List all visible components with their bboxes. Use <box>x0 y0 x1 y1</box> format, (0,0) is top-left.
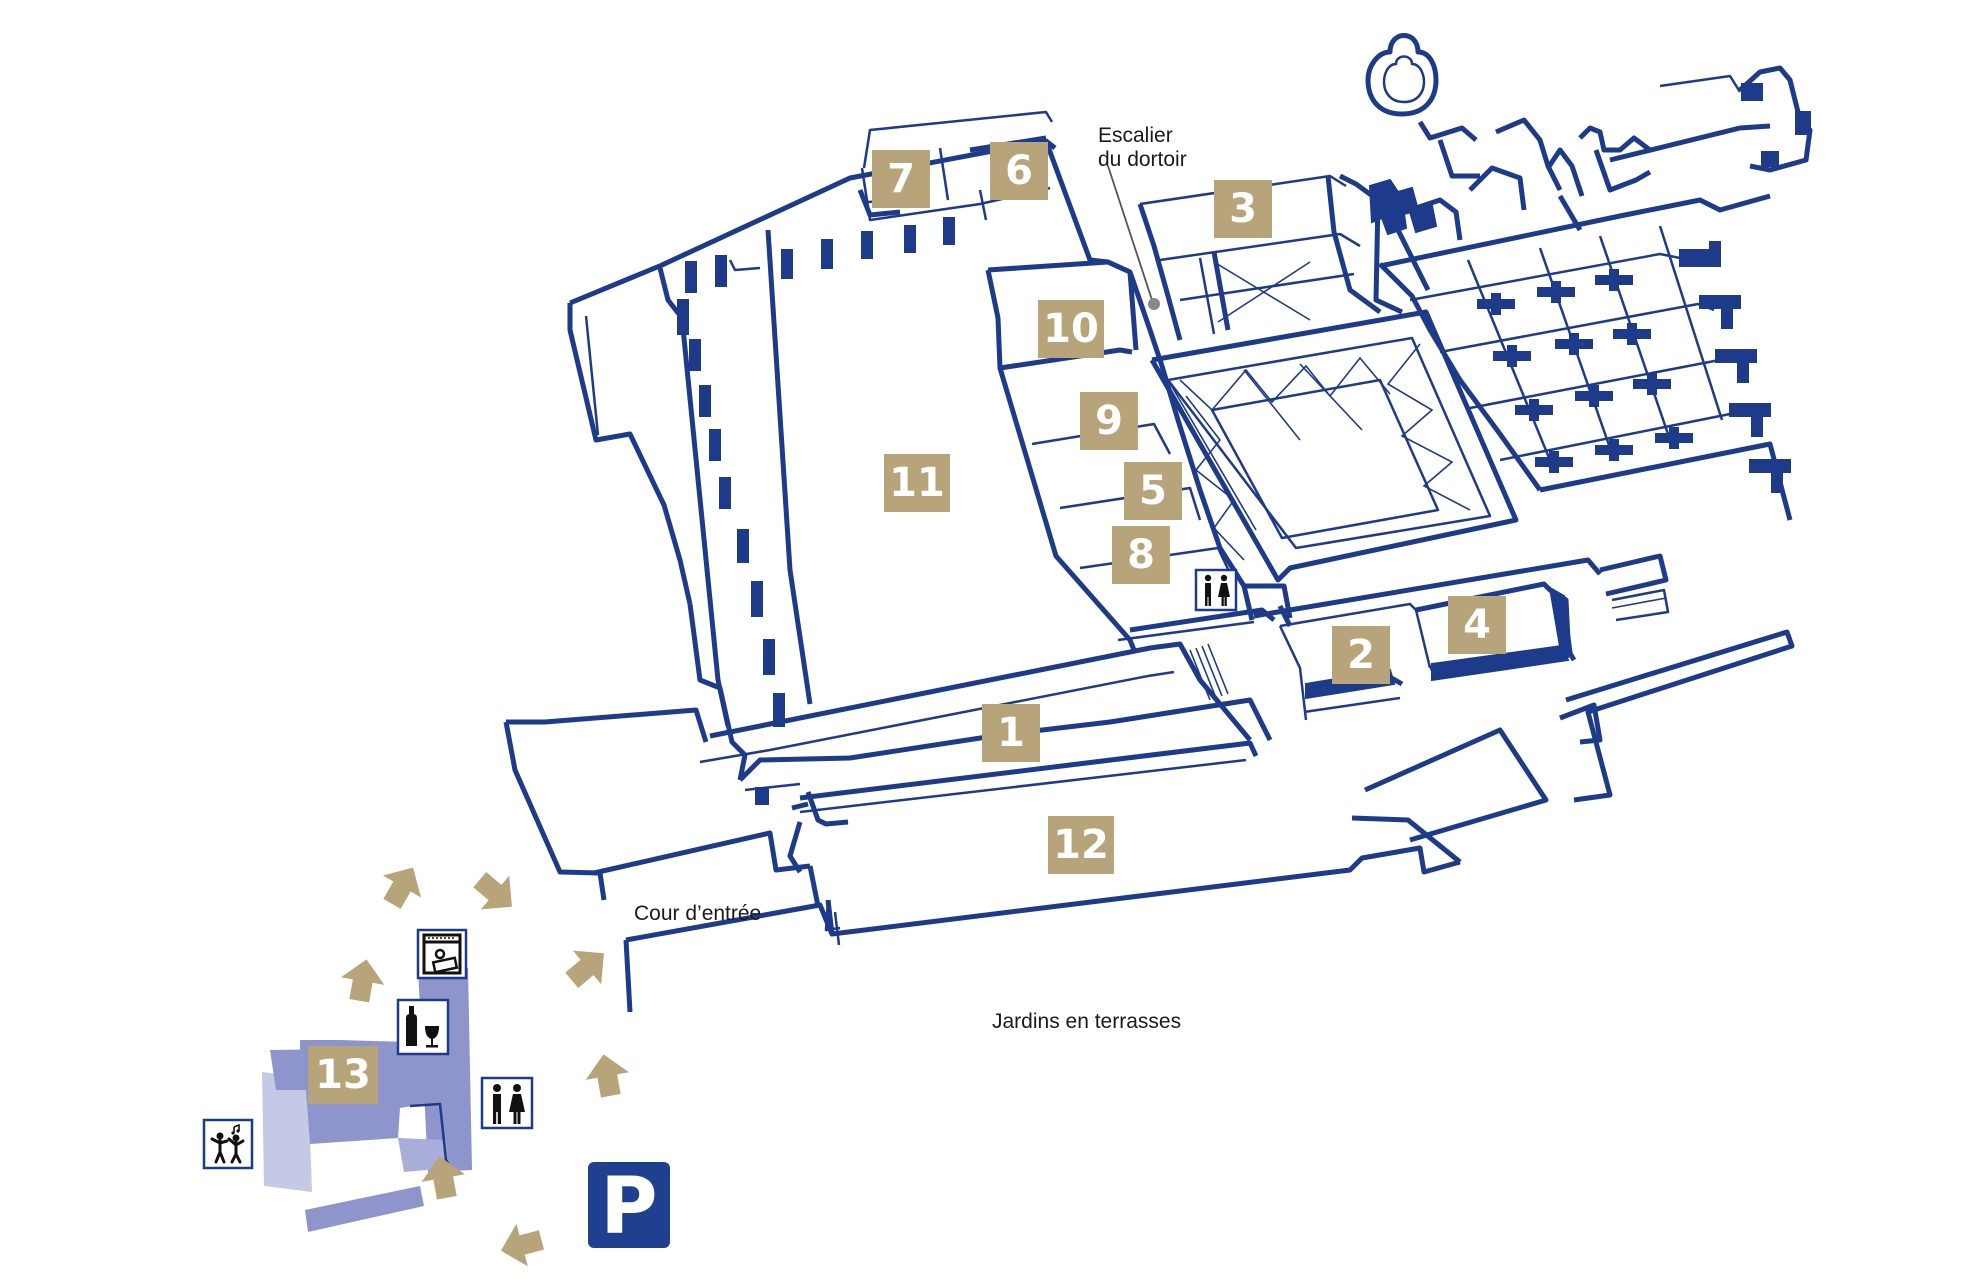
svg-text:2: 2 <box>1347 632 1375 678</box>
direction-arrows <box>341 867 629 1267</box>
escalier-label-line2: du dortoir <box>1098 148 1187 171</box>
svg-text:8: 8 <box>1127 532 1155 578</box>
arrow-icon <box>473 872 512 910</box>
hall-11-walls <box>567 138 1137 781</box>
cour-label: Cour d’entrée <box>634 902 761 925</box>
room-badge-12[interactable]: 12 <box>1048 816 1114 874</box>
svg-text:4: 4 <box>1463 602 1491 648</box>
arrow-icon <box>565 950 604 988</box>
entertainment-icon[interactable] <box>202 1118 254 1170</box>
svg-text:10: 10 <box>1043 306 1099 352</box>
room-badges: 7 6 3 10 9 11 5 8 <box>308 142 1506 1104</box>
entrance-walls <box>503 629 1795 1013</box>
escalier-label-line1: Escalier <box>1098 124 1173 147</box>
arrow-icon <box>421 1156 465 1200</box>
svg-text:11: 11 <box>889 460 945 506</box>
svg-text:P: P <box>600 1162 657 1252</box>
arrow-icon <box>382 867 422 909</box>
arrow-icon <box>500 1223 545 1267</box>
escalier-leader-line <box>1107 165 1153 301</box>
room-badge-6[interactable]: 6 <box>990 142 1048 200</box>
map-labels: Escalier du dortoir Cour d’entrée Jardin… <box>634 124 1187 1033</box>
jardins-label: Jardins en terrasses <box>992 1010 1181 1033</box>
svg-text:7: 7 <box>887 156 915 202</box>
hall-11-piers <box>677 217 955 727</box>
svg-text:9: 9 <box>1095 398 1123 444</box>
restroom-icon[interactable] <box>1194 568 1238 612</box>
svg-text:13: 13 <box>315 1052 371 1098</box>
svg-text:1: 1 <box>997 710 1025 756</box>
room-badge-11[interactable]: 11 <box>884 454 950 512</box>
wine-shop-icon[interactable] <box>396 998 450 1056</box>
restroom-icon[interactable] <box>480 1076 534 1130</box>
escalier-marker <box>1148 298 1160 310</box>
room-badge-4[interactable]: 4 <box>1448 596 1506 654</box>
room-badge-2[interactable]: 2 <box>1332 626 1390 684</box>
east-wing-walls <box>862 110 1293 642</box>
room-badge-3[interactable]: 3 <box>1214 180 1272 238</box>
svg-text:12: 12 <box>1053 822 1109 868</box>
room-badge-5[interactable]: 5 <box>1124 462 1182 520</box>
room-badge-10[interactable]: 10 <box>1038 300 1104 358</box>
ticket-office-icon[interactable] <box>416 928 468 980</box>
rooms-2-4-walls <box>1253 557 1602 721</box>
svg-text:5: 5 <box>1139 468 1167 514</box>
room-badge-13[interactable]: 13 <box>308 1046 378 1104</box>
arrow-icon <box>341 959 385 1003</box>
room-badge-7[interactable]: 7 <box>872 150 930 208</box>
room-badge-8[interactable]: 8 <box>1112 526 1170 584</box>
arrow-icon <box>585 1054 629 1098</box>
cloister-walls <box>1149 309 1519 583</box>
room-badge-1[interactable]: 1 <box>982 704 1040 762</box>
abbey-church-walls <box>1365 33 1813 622</box>
parking-icon[interactable]: P <box>588 1162 670 1252</box>
svg-text:3: 3 <box>1229 186 1257 232</box>
church-pillars <box>1477 269 1693 473</box>
room-badge-9[interactable]: 9 <box>1080 392 1138 450</box>
svg-text:6: 6 <box>1005 148 1033 194</box>
gatehouse-walls <box>755 787 849 874</box>
